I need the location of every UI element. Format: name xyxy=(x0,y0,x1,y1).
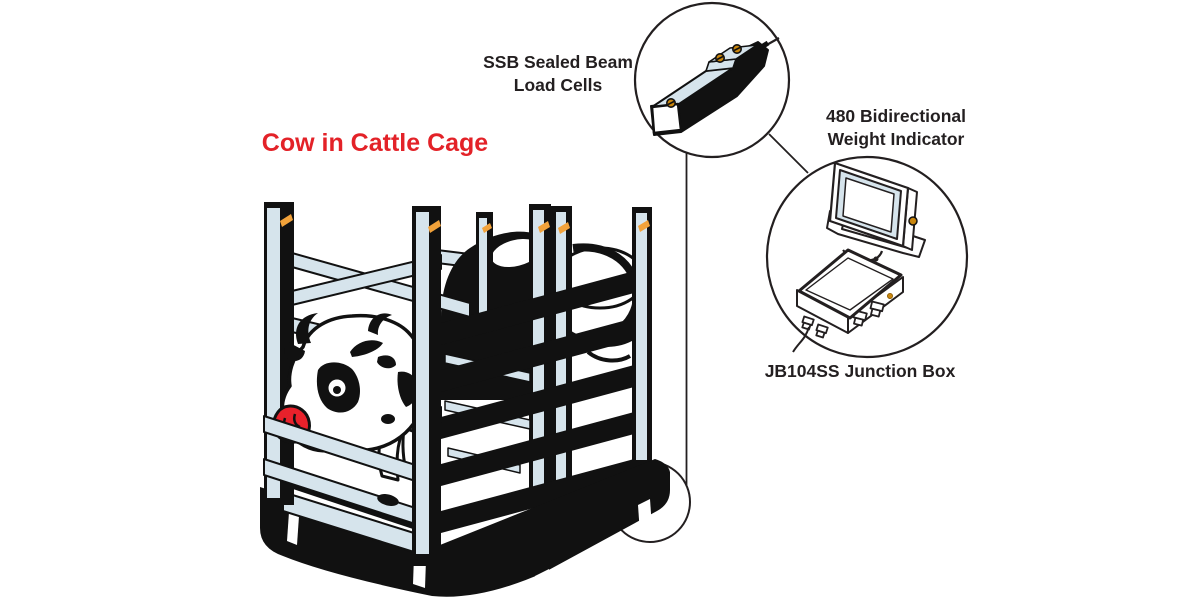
callout-line-indicator xyxy=(768,133,809,174)
junction-box-illustration xyxy=(792,248,904,353)
weight-indicator-label-line2: Weight Indicator xyxy=(827,129,965,149)
scale-base-platform xyxy=(260,459,670,597)
load-cells-label-line2: Load Cells xyxy=(513,75,603,95)
junction-box-lid xyxy=(797,248,903,320)
cow-ear-left xyxy=(284,342,305,361)
load-cells-label-line1: SSB Sealed Beam xyxy=(483,52,633,72)
junction-box-cable xyxy=(792,326,810,353)
junction-box-glands xyxy=(801,300,885,339)
cattle-cage-illustration xyxy=(260,202,670,597)
diagram-title: Cow in Cattle Cage xyxy=(261,129,489,157)
weight-indicator-illustration xyxy=(826,161,926,262)
load-cells-label: SSB Sealed Beam Load Cells xyxy=(458,51,658,97)
cow-horn-right xyxy=(368,313,392,335)
load-cell-end-face xyxy=(650,102,683,135)
cow-horn-left xyxy=(296,313,318,344)
load-cell-screws xyxy=(665,43,742,109)
cow-hoof xyxy=(377,494,399,506)
junction-box-led xyxy=(887,292,894,299)
junction-box-label: JB104SS Junction Box xyxy=(764,361,956,381)
weight-indicator-label: 480 Bidirectional Weight Indicator xyxy=(796,105,996,151)
cage-side-slats xyxy=(441,267,649,533)
cow-brow-mark xyxy=(350,340,383,357)
indicator-knob xyxy=(908,216,918,226)
indicator-callout xyxy=(765,155,969,359)
indicator-screen xyxy=(842,177,895,233)
load-cell-illustration xyxy=(650,37,780,136)
cage-post-right xyxy=(632,207,652,466)
weight-indicator-label-line1: 480 Bidirectional xyxy=(825,106,967,126)
cow-spot xyxy=(381,414,395,424)
load-cell-callout xyxy=(633,1,791,159)
cow-head xyxy=(272,313,429,453)
cage-post-front xyxy=(412,206,441,566)
